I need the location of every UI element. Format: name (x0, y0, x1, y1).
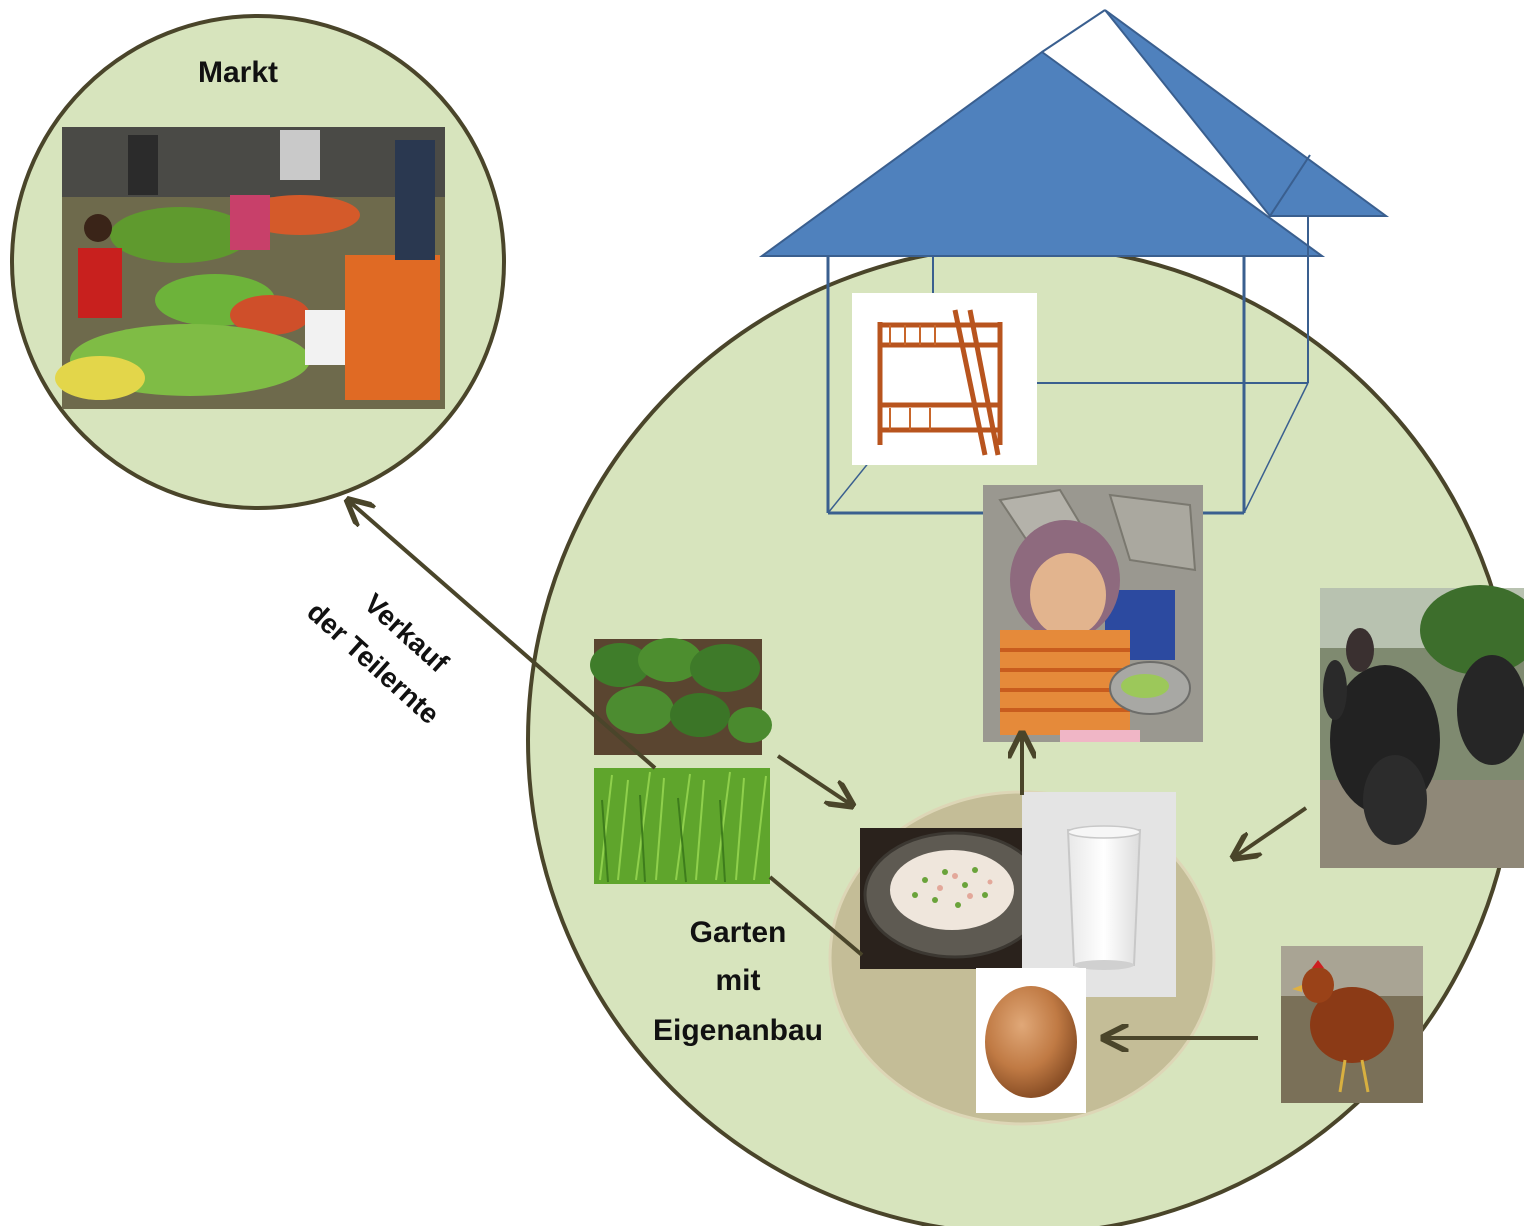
garden-label-line2: mit (716, 964, 761, 997)
buffalo-to-garden-arrow (1236, 806, 1308, 856)
chicken-photo (1281, 946, 1423, 1103)
rice-field-photo (594, 768, 770, 884)
milk-glass-photo (1022, 792, 1176, 997)
vegetable-to-garden-arrow (776, 754, 850, 804)
bunk-bed-photo (852, 293, 1037, 465)
garden-label-line1: Garten (690, 916, 787, 949)
rice-connector-line (768, 875, 864, 957)
egg-photo (976, 968, 1086, 1113)
rice-dish-photo (860, 828, 1050, 969)
buffalo-photo (1320, 585, 1524, 868)
sale-arrow (350, 502, 657, 770)
child-eating-photo (983, 485, 1203, 742)
market-label: Markt (198, 56, 278, 89)
market-photo (55, 127, 445, 409)
house-front-roof (758, 50, 1326, 257)
garden-label-line3: Eigenanbau (653, 1014, 823, 1047)
house-back-roof (1104, 9, 1390, 217)
vegetable-field-photo (590, 638, 772, 755)
